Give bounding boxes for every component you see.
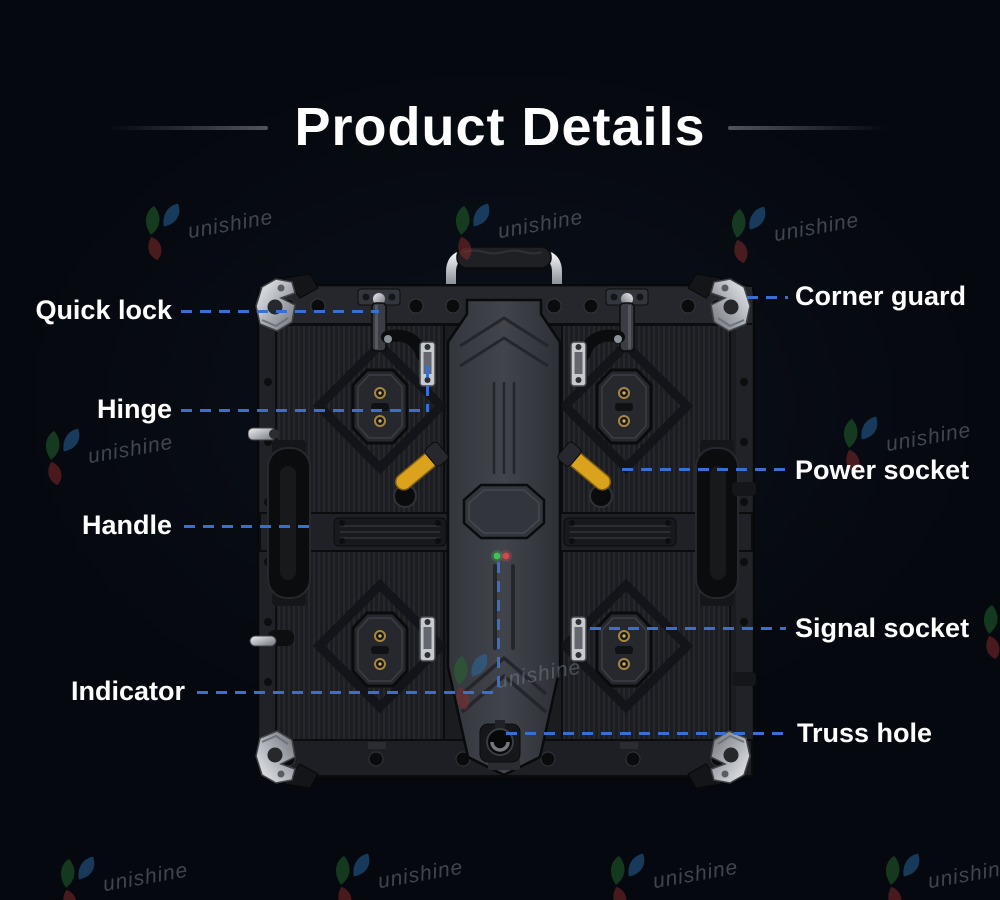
callout-line-power-socket <box>622 468 787 471</box>
hinge-pin-left-edge <box>248 427 294 647</box>
callout-label-handle: Handle <box>81 510 172 540</box>
callout-label-truss-hole: Truss hole <box>797 718 933 748</box>
page-title: Product Details <box>294 97 706 157</box>
callout-line-signal-socket <box>590 627 786 630</box>
callout-line-hinge-vertical <box>426 366 429 412</box>
callout-line-corner-guard <box>747 296 788 299</box>
indicator-leds <box>491 550 512 562</box>
signal-hardware-top-right <box>570 341 587 387</box>
unishine-logo-icon <box>61 856 95 900</box>
callout-line-truss-hole <box>506 732 790 735</box>
unishine-logo-icon <box>611 853 645 900</box>
callout-label-indicator: Indicator <box>70 676 185 706</box>
unishine-logo-icon <box>46 428 80 486</box>
unishine-logo-icon <box>984 604 1000 660</box>
unishine-logo-icon <box>336 853 370 900</box>
watermark: unishine <box>974 583 1000 663</box>
socket-plate-top-right <box>595 368 653 445</box>
socket-plate-bottom-right <box>595 611 653 688</box>
latches-right-edge <box>732 482 756 686</box>
watermark: unishine <box>51 837 192 900</box>
callout-line-indicator-vertical <box>497 562 500 694</box>
hinge-hardware-bottom-left <box>419 616 436 662</box>
callout-line-quick-lock <box>181 310 379 313</box>
product-photo-led-cabinet-rear <box>248 246 756 787</box>
callout-line-indicator <box>197 691 500 694</box>
center-spine <box>446 298 562 777</box>
watermark: unishine <box>601 834 742 900</box>
unishine-logo-icon <box>886 853 920 900</box>
callout-label-power-socket: Power socket <box>795 455 970 485</box>
unishine-logo-icon <box>146 203 180 261</box>
callout-label-hinge: Hinge <box>96 394 172 424</box>
handle-left <box>267 440 311 606</box>
callout-label-signal-socket: Signal socket <box>795 613 970 643</box>
cam-lock-left <box>393 441 449 508</box>
title-rule-left <box>108 126 268 130</box>
handle-right <box>695 439 739 607</box>
signal-hardware-bottom-right <box>570 616 587 662</box>
callout-line-handle <box>184 525 316 528</box>
callout-label-quick-lock: Quick lock <box>35 295 172 325</box>
watermark: unishine <box>326 834 467 900</box>
truss-hole <box>479 720 521 763</box>
title-rule-right <box>728 126 888 130</box>
callout-label-corner-guard: Corner guard <box>795 281 967 311</box>
watermark: unishine <box>876 834 1000 900</box>
socket-plate-bottom-left <box>351 611 409 688</box>
callout-line-hinge <box>181 409 428 412</box>
